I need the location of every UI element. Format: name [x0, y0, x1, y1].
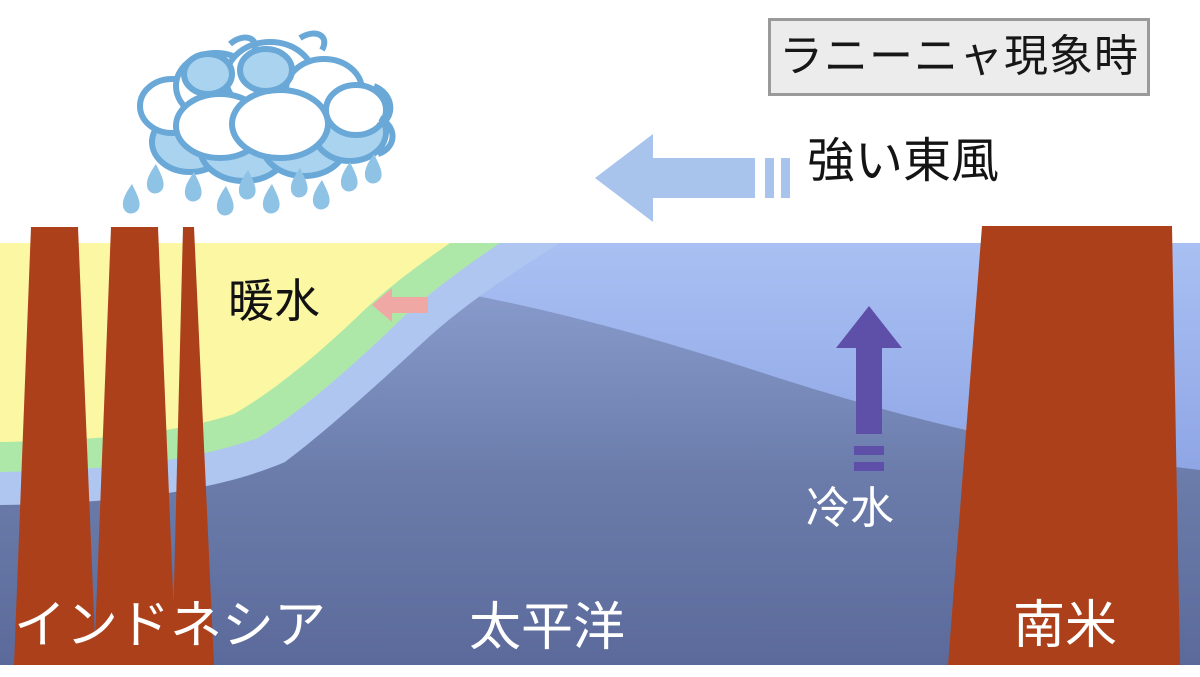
wind-motion-line-2: [781, 158, 790, 198]
cold-water-arrow-icon: [836, 306, 902, 471]
warm-water-label: 暖水: [228, 275, 320, 327]
title-box: ラニーニャ現象時: [768, 18, 1150, 96]
arrow-up-shape: [836, 306, 902, 434]
cold-motion-line-2: [854, 462, 884, 471]
rain-cloud-svg: [122, 30, 396, 216]
wind-label: 強い東風: [807, 135, 1000, 188]
south-america-landmass: [948, 226, 1180, 665]
raindrops: [122, 154, 382, 216]
page-title: ラニーニャ現象時: [779, 32, 1139, 81]
indonesia-peak-2: [94, 227, 176, 665]
arrow-left-shape: [372, 288, 428, 322]
bottom-margin: [0, 665, 1200, 677]
wind-motion-line-1: [765, 158, 774, 198]
cold-motion-line-1: [854, 446, 884, 455]
indonesia-landmass: [14, 227, 214, 665]
indonesia-peak-1: [14, 227, 96, 665]
region-label-south-america: 南米: [1013, 597, 1118, 655]
wind-annotation: 強い東風: [595, 132, 1065, 224]
mid-blue-layer: [0, 243, 1200, 470]
wind-arrow-icon: [595, 134, 790, 222]
indonesia-peak-3: [172, 227, 214, 665]
region-label-indonesia: インドネシア: [14, 597, 327, 655]
warm-water-arrow-icon: [372, 288, 428, 322]
arrow-left-shape: [595, 134, 755, 222]
rain-cloud-icon: [112, 14, 412, 234]
region-label-pacific: 太平洋: [469, 599, 626, 657]
cold-water-label: 冷水: [806, 484, 894, 533]
